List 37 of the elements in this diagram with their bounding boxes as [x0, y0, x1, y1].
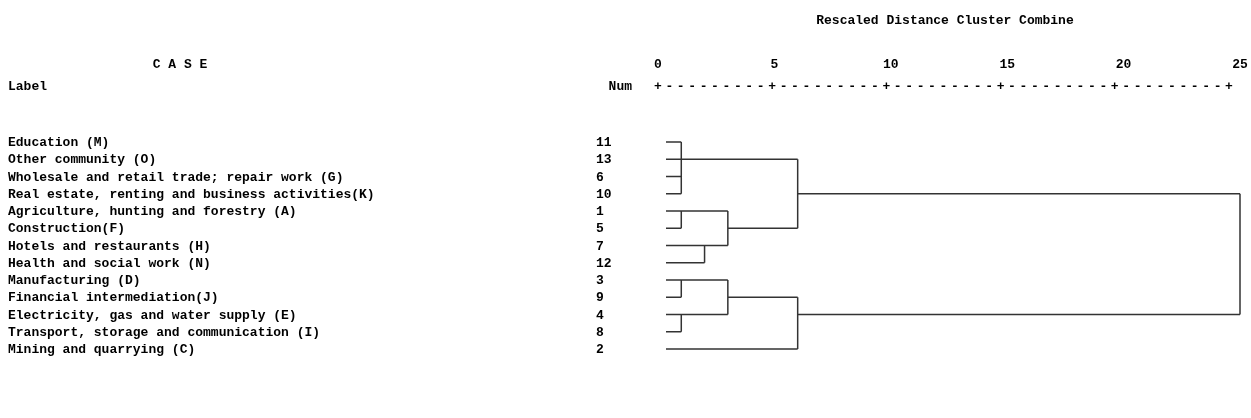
case-number: 5: [596, 222, 605, 236]
case-label: Other community (O): [8, 153, 157, 167]
case-label: Real estate, renting and business activities(K): [8, 187, 375, 201]
case-number: 4: [596, 308, 605, 322]
axis-tick-label: 20: [1114, 58, 1133, 71]
case-number: 13: [596, 153, 613, 167]
column-header: Num: [607, 80, 632, 93]
case-label: Financial intermediation(J): [8, 291, 219, 305]
axis-tick-label: 10: [882, 58, 900, 71]
case-number: 3: [596, 274, 605, 287]
case-label: Agriculture, hunting and forestry (A): [8, 205, 297, 218]
case-label: Manufacturing (D): [8, 274, 141, 287]
case-number: 11: [596, 136, 613, 149]
case-number: 12: [596, 256, 613, 270]
column-header: Label: [8, 80, 47, 93]
axis-tick-label: 25: [1231, 58, 1249, 71]
case-label: Electricity, gas and water supply (E): [8, 308, 297, 322]
case-label: Health and social work (N): [8, 256, 211, 270]
case-label: Mining and quarrying (C): [8, 343, 196, 356]
axis-scale: +---------+---------+---------+---------+---------+: [654, 80, 1237, 93]
case-number: 8: [596, 325, 605, 339]
column-header: C A S E: [151, 58, 209, 71]
case-label: Hotels and restaurants (H): [8, 239, 211, 253]
axis-tick-label: 0: [653, 58, 663, 71]
case-label: Transport, storage and communication (I): [8, 325, 321, 339]
case-number: 1: [596, 205, 605, 218]
axis-tick-label: 5: [769, 58, 780, 71]
case-number: 10: [596, 187, 613, 201]
chart-title: Rescaled Distance Cluster Combine: [815, 14, 1075, 27]
case-label: Construction(F): [8, 222, 126, 236]
axis-tick-label: 15: [998, 58, 1016, 71]
case-number: 9: [596, 291, 605, 305]
case-number: 6: [596, 170, 605, 184]
case-label: Wholesale and retail trade; repair work (G): [8, 170, 344, 184]
case-label: Education (M): [8, 136, 110, 149]
case-number: 7: [596, 239, 605, 253]
case-number: 2: [596, 343, 605, 356]
